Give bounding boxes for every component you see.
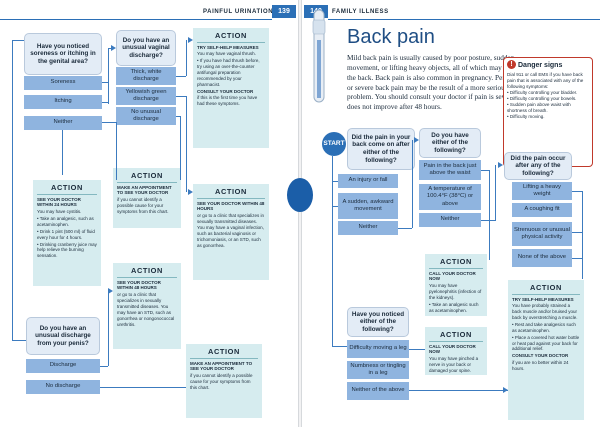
- answer-strenuous: Strenuous or unusual physical activity: [512, 222, 572, 246]
- book-gutter: [298, 0, 302, 427]
- question-penile-discharge: Do you have an unusual discharge from yo…: [26, 317, 100, 355]
- connector: [102, 82, 108, 83]
- danger-signs-box: ! Danger signs Dial 911 or call EMS if y…: [503, 57, 593, 167]
- connector: [100, 387, 186, 388]
- answer-yellowish-green: Yellowish green discharge: [116, 87, 176, 105]
- arrow-icon: [498, 162, 503, 168]
- answer-leg-numbness: Numbness or tingling in a leg: [347, 361, 409, 379]
- connector: [12, 340, 26, 341]
- answer-soreness: Soreness: [24, 76, 102, 90]
- action-box-cystitis: ACTION See your doctor within 24 hours Y…: [33, 180, 101, 286]
- connector: [495, 165, 496, 221]
- action-box-vaginal-infection: ACTION See your doctor within 48 hours o…: [193, 184, 269, 280]
- connector: [108, 290, 109, 366]
- connector: [100, 366, 108, 367]
- connector: [108, 48, 113, 49]
- connector: [176, 96, 186, 97]
- answer-pain-above-waist: Pain in the back just above the waist: [419, 160, 481, 180]
- answer-injury: An injury or fall: [338, 174, 398, 188]
- arrow-icon: [111, 45, 116, 51]
- warning-icon: !: [507, 60, 516, 69]
- start-marker: START: [322, 132, 346, 156]
- answer-temperature: A temperature of 100.4°F (38°C) or above: [419, 184, 481, 210]
- page-number: 139: [272, 5, 296, 18]
- answer-neither-above: Neither of the above: [347, 382, 409, 400]
- connector: [62, 130, 63, 175]
- answer-discharge: Discharge: [26, 359, 100, 373]
- answer-no-discharge: No discharge: [26, 380, 100, 394]
- intro-text: Mild back pain is usually caused by poor…: [347, 53, 524, 112]
- connector: [102, 122, 116, 123]
- question-pain-trigger: Did the pain occur after any of the foll…: [504, 152, 572, 180]
- connector: [332, 206, 338, 207]
- connector: [481, 220, 495, 221]
- action-box-std: ACTION See your doctor within 48 hours o…: [113, 263, 181, 349]
- answer-neither-2: Neither: [419, 213, 481, 227]
- action-box-pyelonephritis: ACTION Call your doctor now You may have…: [425, 254, 487, 316]
- question-kidney-symptoms: Do you have either of the following?: [419, 128, 481, 158]
- answer-neither: Neither: [24, 116, 102, 130]
- answer-sudden-movement: A sudden, awkward movement: [338, 193, 398, 219]
- question-vaginal-discharge: Do you have an unusual vaginal discharge…: [116, 30, 176, 66]
- action-box-appointment-2: ACTION Make an appointment to see your d…: [186, 344, 262, 418]
- connector: [116, 122, 117, 180]
- header-rule: [0, 19, 272, 20]
- question-pain-onset: Did the pain in your back come on after …: [347, 128, 415, 170]
- running-head: PAINFUL URINATION: [203, 9, 274, 15]
- question-soreness-itching: Have you noticed soreness or itching in …: [24, 33, 102, 75]
- action-box-pinched-nerve: ACTION Call your doctor now You may have…: [425, 327, 487, 375]
- connector: [412, 140, 413, 228]
- right-page: 140 FAMILY ILLNESS Back pain Mild back p…: [300, 0, 600, 427]
- action-box-strain: ACTION Try self-help measures You have p…: [508, 280, 584, 420]
- arrow-icon: [108, 288, 113, 294]
- connector: [176, 76, 186, 77]
- connector: [12, 40, 24, 41]
- connector: [572, 258, 582, 259]
- header-rule: [328, 19, 600, 20]
- connector: [102, 102, 108, 103]
- answer-none-above: None of the above: [512, 249, 572, 267]
- connector: [409, 390, 508, 391]
- connector: [409, 349, 425, 350]
- answer-leg-moving: Difficulty moving a leg: [347, 340, 409, 358]
- page-title: Back pain: [347, 26, 435, 48]
- thermometer-icon: [312, 10, 326, 103]
- connector: [572, 232, 582, 233]
- connector: [186, 96, 187, 192]
- page-edge-tab: [287, 178, 313, 212]
- question-leg-symptoms: Have you noticed either of the following…: [347, 307, 409, 337]
- connector: [186, 40, 187, 76]
- arrow-icon: [414, 137, 419, 143]
- connector: [332, 346, 347, 347]
- answer-thick-white: Thick, white discharge: [116, 67, 176, 85]
- connector: [108, 48, 109, 104]
- running-head: FAMILY ILLNESS: [332, 9, 389, 15]
- action-box-appointment-1: ACTION Make an appointment to see your d…: [113, 168, 181, 228]
- answer-coughing: A coughing fit: [512, 203, 572, 217]
- action-box-thrush: ACTION Try self-help measures You may ha…: [193, 28, 269, 148]
- connector: [481, 170, 489, 171]
- arrow-icon: [503, 387, 508, 393]
- connector: [180, 116, 181, 180]
- arrow-icon: [188, 189, 193, 195]
- connector: [332, 156, 333, 346]
- connector: [332, 181, 338, 182]
- connector: [582, 191, 583, 279]
- answer-no-unusual: No unusual discharge: [116, 107, 176, 125]
- left-page: PAINFUL URINATION 139 Have you noticed s…: [0, 5, 296, 418]
- connector: [12, 40, 13, 340]
- answer-lifting: Lifting a heavy weight: [512, 182, 572, 200]
- connector: [489, 170, 490, 260]
- connector: [572, 191, 582, 192]
- arrow-icon: [188, 37, 193, 43]
- answer-neither: Neither: [338, 221, 398, 235]
- connector: [398, 228, 412, 229]
- connector: [176, 116, 180, 117]
- answer-itching: Itching: [24, 95, 102, 109]
